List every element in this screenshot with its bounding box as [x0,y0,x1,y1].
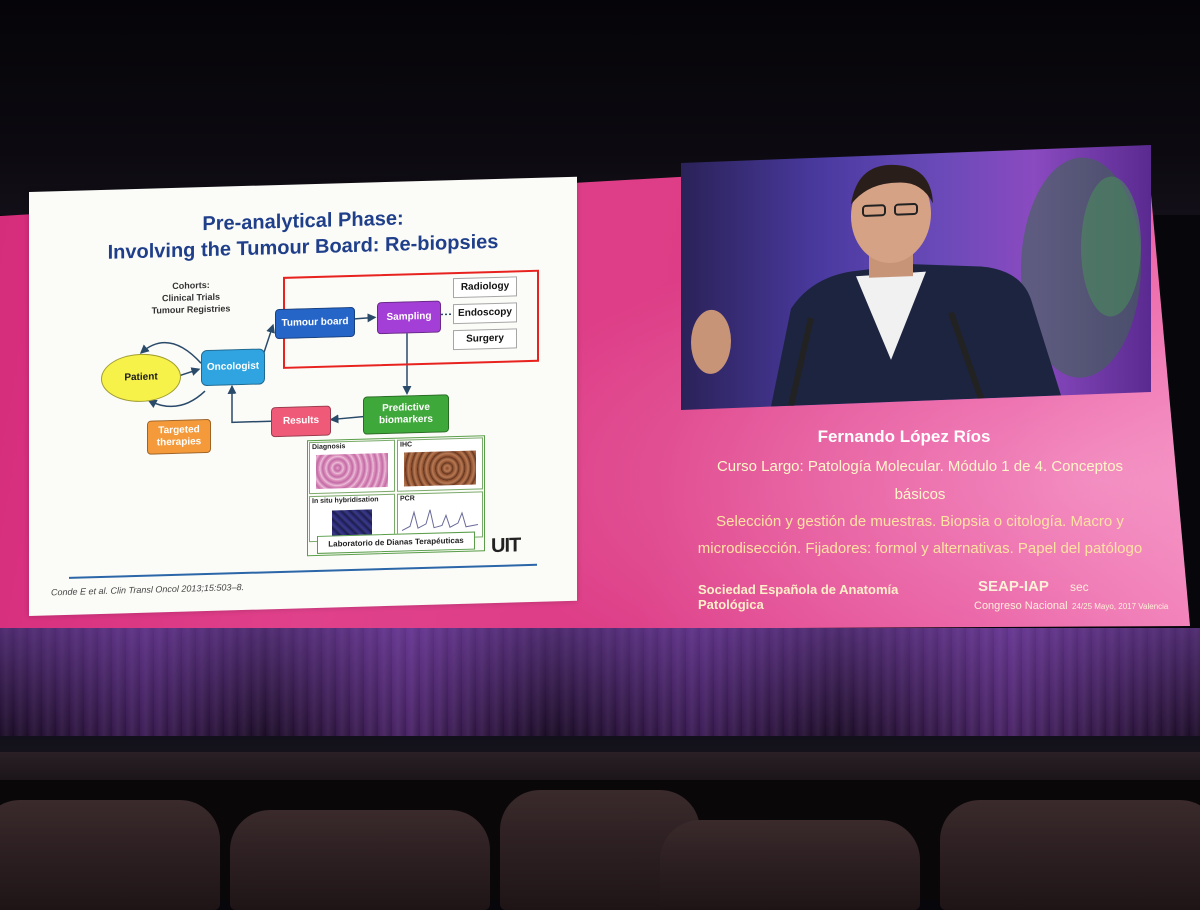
congress-date: 24/25 Mayo, 2017 Valencia [1072,602,1169,611]
presentation-slide: Pre-analytical Phase: Involving the Tumo… [29,176,577,616]
stage-edge [0,752,1200,782]
seap-logo: SEAP-IAP [978,578,1049,595]
speaker-name: Fernando López Ríos [817,427,991,446]
node-oncologist: Oncologist [201,348,265,387]
society-logo-text: Sociedad Española de Anatomía Patológica [698,582,938,612]
stage-curtain [0,628,1200,738]
panel-pcr: PCR [397,491,483,540]
seat [0,800,220,910]
node-targeted-therapies: Targeted therapies [147,418,211,455]
node-radiology: Radiology [453,276,517,299]
node-predictive-biomarkers: Predictive biomarkers [363,394,449,435]
cohorts-label: Cohorts: Clinical Trials Tumour Registri… [135,278,247,317]
panel-diagnosis-label: Diagnosis [312,443,346,452]
society-line1: Sociedad Española de Anatomía [698,582,899,597]
node-tumour-board: Tumour board [275,306,355,340]
speaker-photo [691,157,1141,407]
topic-line2: microdisección. Fijadores: formol y alte… [697,540,1143,557]
node-sampling: Sampling [377,300,441,335]
he-tissue-image [316,452,388,489]
panel-diagnosis: Diagnosis [309,439,395,495]
diagram-arrows [139,313,451,424]
society-line2: Patológica [698,597,764,612]
pcr-trace-image [402,509,478,532]
panel-ihc: IHC [397,437,483,492]
node-endoscopy: Endoscopy [453,302,517,325]
ihc-tissue-image [404,450,476,487]
congress-label: Congreso Nacional [974,600,1068,612]
node-surgery: Surgery [453,328,517,351]
sec-logo: sec [1070,580,1089,594]
speaker-video-feed [681,144,1151,410]
uit-logo: UIT [491,534,521,558]
curtain-light [0,628,1200,738]
ish-image [332,509,372,537]
topic-line1: Selección y gestión de muestras. Biopsia… [716,513,1124,530]
panel-ihc-label: IHC [400,441,413,449]
node-results: Results [271,405,331,438]
course-title-line1: Curso Largo: Patología Molecular. Módulo… [716,458,1124,475]
seat [230,810,490,910]
course-title-line2: básicos [894,486,946,503]
panel-pcr-label: PCR [400,495,415,503]
seat [660,820,920,910]
panel-ish-label: In situ hybridisation [312,496,379,506]
seat [940,800,1200,910]
audience-seats [0,780,1200,910]
